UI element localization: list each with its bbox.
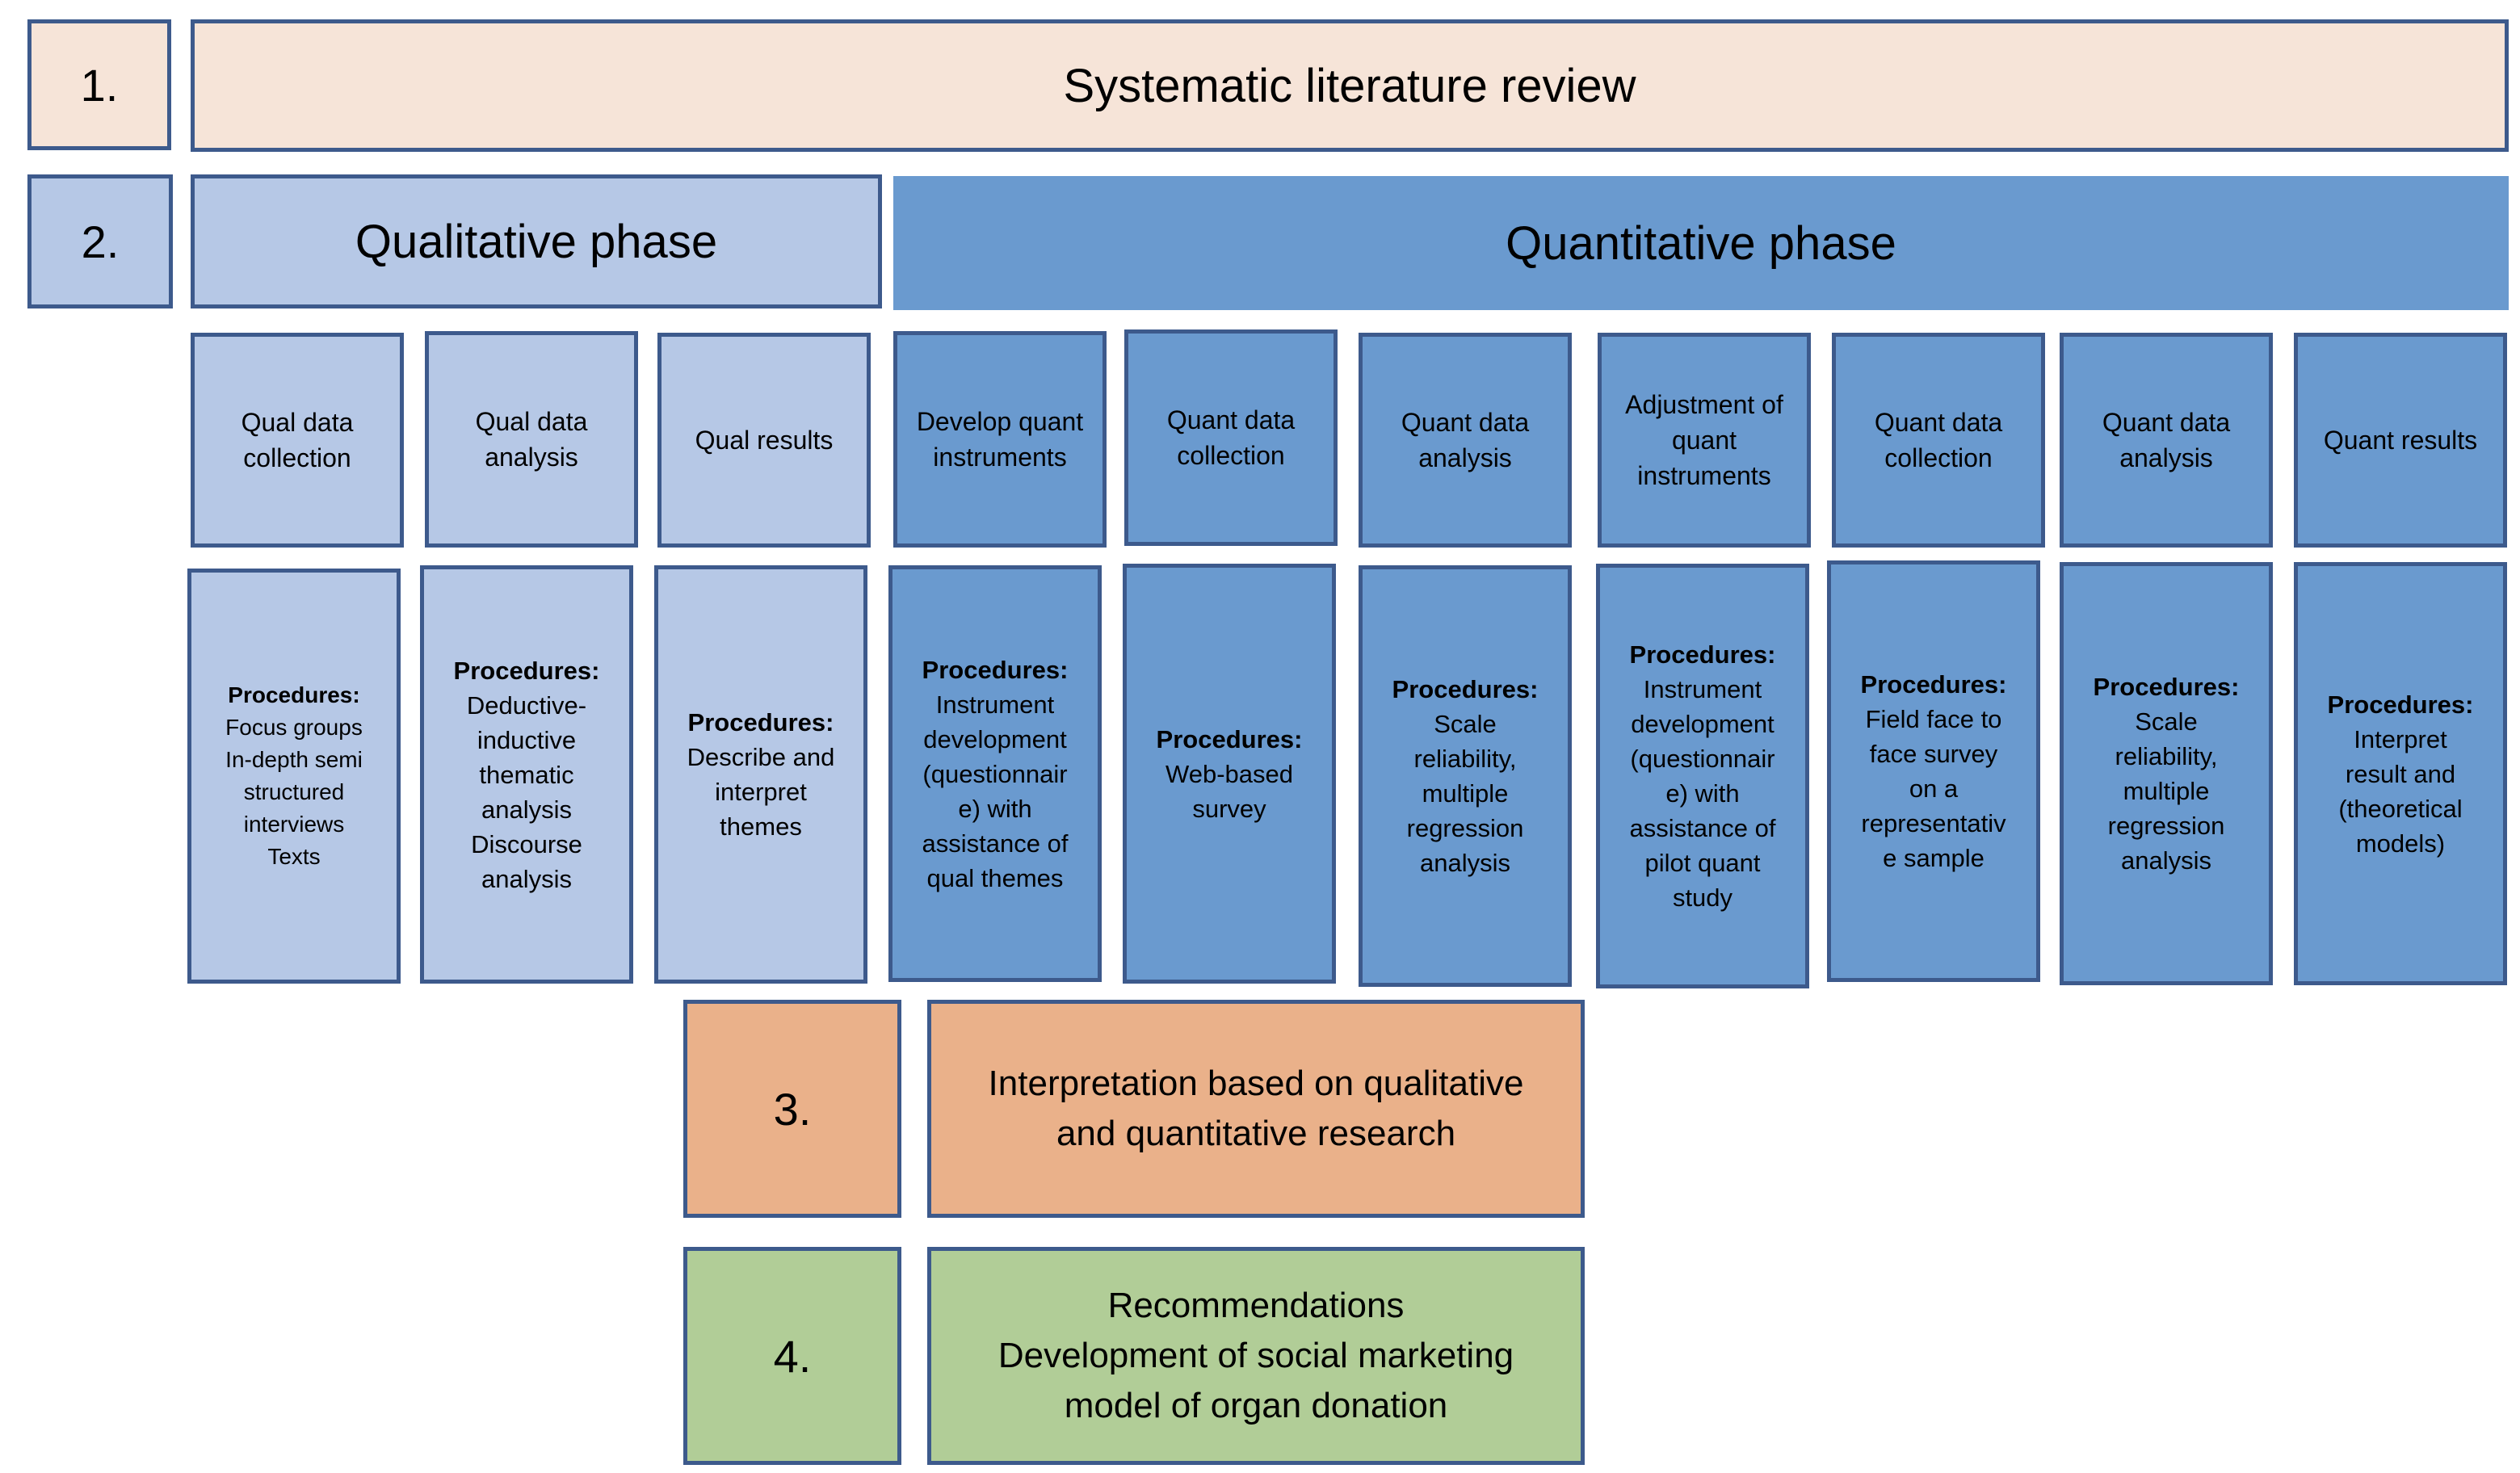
procedures-text: Focus groups In-depth semi structured in… <box>225 715 363 869</box>
procedures-text: Field face to face survey on a represent… <box>1861 705 2006 872</box>
phase-step-label: Quant data collection <box>1874 408 2003 472</box>
procedures-box-qual-data-collection: Procedures: Focus groups In-depth semi st… <box>187 569 401 984</box>
procedures-text: Instrument development (questionnair e) … <box>1629 675 1776 912</box>
procedures-heading: Procedures: <box>1156 724 1303 753</box>
procedures-text: Deductive- inductive thematic analysis D… <box>466 690 587 893</box>
quantitative-phase-box: Quantitative phase <box>893 176 2509 310</box>
procedures-heading: Procedures: <box>1629 640 1776 669</box>
procedures-box-quant-results: Procedures: Interpret result and (theoret… <box>2294 562 2507 985</box>
procedures-box-adjustment-of-quant-instruments: Procedures: Instrument development (quest… <box>1596 564 1809 988</box>
procedures-box-develop-quant-instruments: Procedures: Instrument development (quest… <box>888 565 1102 982</box>
phase-step-develop-quant-instruments: Develop quant instruments <box>893 331 1107 548</box>
step-1-number: 1. <box>80 59 119 111</box>
step-4-number-box: 4. <box>683 1247 901 1465</box>
step-2-number: 2. <box>81 216 120 267</box>
phase-step-label: Qual results <box>695 426 834 455</box>
phase-step-quant-results: Quant results <box>2294 333 2507 548</box>
procedures-text: Scale reliability, multiple regression a… <box>2107 707 2225 875</box>
procedures-box-qual-data-analysis: Procedures: Deductive- inductive thematic… <box>420 565 633 984</box>
phase-step-label: Quant data analysis <box>1401 408 1530 472</box>
phase-step-label: Quant data analysis <box>2102 408 2231 472</box>
procedures-text: Instrument development (questionnair e) … <box>922 690 1069 892</box>
interpretation-text: Interpretation based on qualitative and … <box>988 1064 1524 1153</box>
recommendations-box: Recommendations Development of social ma… <box>927 1247 1585 1465</box>
phase-step-adjustment-of-quant-instruments: Adjustment of quant instruments <box>1598 333 1811 548</box>
phase-step-label: Qual data analysis <box>475 407 588 472</box>
step-2-number-box: 2. <box>27 174 173 308</box>
phase-step-qual-data-analysis: Qual data analysis <box>425 331 638 548</box>
phase-step-label: Qual data collection <box>241 408 354 472</box>
procedures-heading: Procedures: <box>922 655 1069 684</box>
interpretation-box: Interpretation based on qualitative and … <box>927 1000 1585 1218</box>
procedures-heading: Procedures: <box>228 682 360 707</box>
phase-step-label: Quant results <box>2323 426 2478 455</box>
procedures-heading: Procedures: <box>1392 675 1539 703</box>
procedures-heading: Procedures: <box>453 656 600 685</box>
phase-step-qual-results: Qual results <box>657 333 871 548</box>
phase-step-label: Adjustment of quant instruments <box>1625 390 1783 490</box>
procedures-heading: Procedures: <box>1860 670 2007 699</box>
step-1-title: Systematic literature review <box>1063 59 1636 112</box>
procedures-heading: Procedures: <box>2093 673 2240 701</box>
step-3-number-box: 3. <box>683 1000 901 1218</box>
qualitative-phase-box: Qualitative phase <box>191 174 882 308</box>
procedures-heading: Procedures: <box>687 708 834 736</box>
step-4-number: 4. <box>773 1330 812 1382</box>
phase-step-label: Quant data collection <box>1166 405 1296 470</box>
procedures-box-quant-data-collection: Procedures: Field face to face survey on … <box>1827 560 2040 982</box>
qualitative-phase-title: Qualitative phase <box>355 215 718 268</box>
recommendations-text: Recommendations Development of social ma… <box>998 1286 1514 1425</box>
procedures-text: Scale reliability, multiple regression a… <box>1406 710 1524 877</box>
phase-step-quant-data-analysis: Quant data analysis <box>2060 333 2273 548</box>
procedures-text: Interpret result and (theoretical models… <box>2338 724 2463 858</box>
procedures-heading: Procedures: <box>2327 690 2474 719</box>
phase-step-qual-data-collection: Qual data collection <box>191 333 404 548</box>
phase-step-label: Develop quant instruments <box>916 407 1084 472</box>
phase-step-quant-data-collection: Quant data collection <box>1832 333 2045 548</box>
step-3-number: 3. <box>773 1083 812 1135</box>
procedures-box-qual-results: Procedures: Describe and interpret themes <box>654 565 867 984</box>
procedures-box-quant-data-analysis: Procedures: Scale reliability, multiple r… <box>2060 562 2273 985</box>
phase-step-quant-data-analysis: Quant data analysis <box>1359 333 1572 548</box>
phase-step-quant-data-collection: Quant data collection <box>1124 329 1338 546</box>
systematic-literature-review-box: Systematic literature review <box>191 19 2509 152</box>
quantitative-phase-title: Quantitative phase <box>1506 216 1896 270</box>
procedures-box-quant-data-analysis: Procedures: Scale reliability, multiple r… <box>1359 565 1572 987</box>
procedures-text: Describe and interpret themes <box>687 743 835 841</box>
procedures-text: Web-based survey <box>1166 759 1293 823</box>
procedures-box-quant-data-collection: Procedures: Web-based survey <box>1123 564 1336 984</box>
step-1-number-box: 1. <box>27 19 171 150</box>
